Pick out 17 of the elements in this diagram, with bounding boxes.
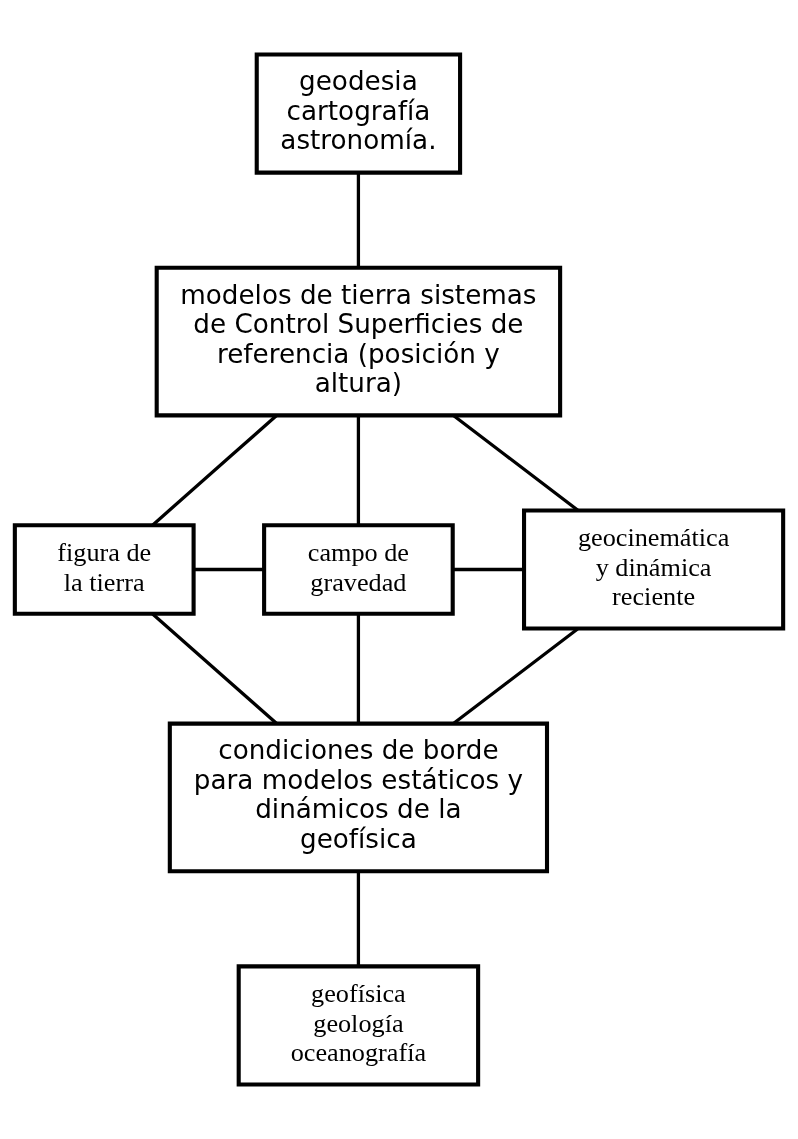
- connector: [356, 871, 361, 966]
- connector: [356, 613, 361, 724]
- connector: [452, 414, 579, 512]
- connector: [356, 173, 361, 268]
- connector: [151, 612, 278, 725]
- connector: [356, 415, 361, 526]
- node-box: modelos de tierra sistemas de Control Superficies de referencia (posición y altura): [154, 265, 563, 418]
- node-box: geocinemática y dinámica reciente: [522, 508, 786, 631]
- connector: [452, 627, 579, 725]
- connector: [194, 567, 265, 572]
- node-box: condiciones de borde para modelos estáticos y dinámicos de la geofísica: [167, 721, 550, 874]
- node-box: geofísica geología oceanografía: [236, 964, 481, 1087]
- node-box: geodesia cartografía astronomía.: [254, 52, 463, 175]
- node-box: figura de la tierra: [12, 523, 196, 616]
- connector: [151, 414, 278, 527]
- connector: [452, 567, 524, 572]
- node-box: campo de gravedad: [262, 523, 455, 616]
